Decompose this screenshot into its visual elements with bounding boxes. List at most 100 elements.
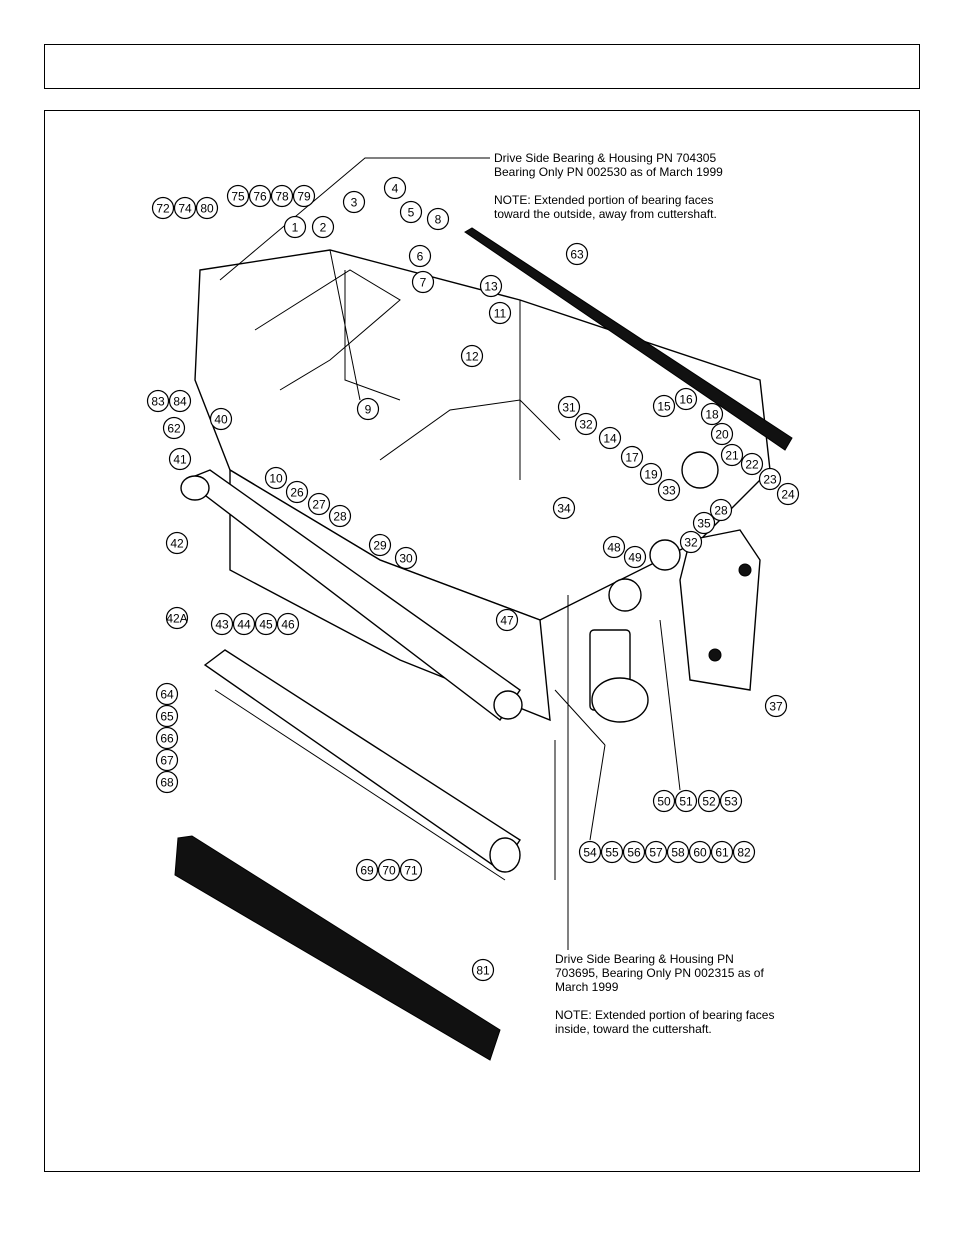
callout-label: 28 bbox=[714, 504, 728, 518]
callout-label: 82 bbox=[737, 846, 751, 860]
callout-52: 52 bbox=[697, 789, 721, 813]
callout-label: 68 bbox=[160, 776, 174, 790]
callout-60: 60 bbox=[688, 840, 712, 864]
callout-29: 29 bbox=[368, 533, 392, 557]
callout-label: 41 bbox=[173, 453, 187, 467]
callout-label: 48 bbox=[607, 541, 621, 555]
callout-label: 1 bbox=[292, 221, 299, 235]
callout-32: 32 bbox=[679, 530, 703, 554]
callout-21: 21 bbox=[720, 443, 744, 467]
callout-74: 74 bbox=[173, 196, 197, 220]
callout-57: 57 bbox=[644, 840, 668, 864]
callout-66: 66 bbox=[155, 726, 179, 750]
callout-label: 27 bbox=[312, 498, 326, 512]
callout-10: 10 bbox=[264, 466, 288, 490]
callout-64: 64 bbox=[155, 682, 179, 706]
callout-49: 49 bbox=[623, 545, 647, 569]
callout-label: 72 bbox=[156, 202, 170, 216]
callout-label: 13 bbox=[484, 280, 498, 294]
callout-34: 34 bbox=[552, 496, 576, 520]
callout-label: 15 bbox=[657, 400, 671, 414]
callout-46: 46 bbox=[276, 612, 300, 636]
callout-30: 30 bbox=[394, 546, 418, 570]
callout-label: 19 bbox=[644, 468, 658, 482]
callout-14: 14 bbox=[598, 426, 622, 450]
callout-label: 69 bbox=[360, 864, 374, 878]
callout-68: 68 bbox=[155, 770, 179, 794]
callout-26: 26 bbox=[285, 480, 309, 504]
callout-54: 54 bbox=[578, 840, 602, 864]
callout-84: 84 bbox=[168, 389, 192, 413]
callout-22: 22 bbox=[740, 452, 764, 476]
callout-label: 58 bbox=[671, 846, 685, 860]
callout-31: 31 bbox=[557, 395, 581, 419]
callout-label: 9 bbox=[365, 403, 372, 417]
header-box bbox=[44, 44, 920, 89]
callout-label: 35 bbox=[697, 517, 711, 531]
drive-cover bbox=[649, 451, 761, 691]
callout-28: 28 bbox=[328, 504, 352, 528]
callout-8: 8 bbox=[426, 207, 450, 231]
callout-label: 71 bbox=[404, 864, 418, 878]
callout-24: 24 bbox=[776, 482, 800, 506]
callout-72: 72 bbox=[151, 196, 175, 220]
callout-label: 20 bbox=[715, 428, 729, 442]
callout-label: 63 bbox=[570, 248, 584, 262]
callout-label: 60 bbox=[693, 846, 707, 860]
callout-82: 82 bbox=[732, 840, 756, 864]
callout-label: 64 bbox=[160, 688, 174, 702]
callout-label: 65 bbox=[160, 710, 174, 724]
callout-label: 56 bbox=[627, 846, 641, 860]
callout-label: 52 bbox=[702, 795, 716, 809]
callout-27: 27 bbox=[307, 492, 331, 516]
hitch-frame bbox=[254, 269, 561, 461]
callout-12: 12 bbox=[460, 344, 484, 368]
diagram-frame bbox=[44, 110, 920, 1172]
callout-label: 6 bbox=[417, 250, 424, 264]
callout-13: 13 bbox=[479, 274, 503, 298]
callout-37: 37 bbox=[764, 694, 788, 718]
callout-32: 32 bbox=[574, 412, 598, 436]
callout-35: 35 bbox=[692, 511, 716, 535]
callout-label: 53 bbox=[724, 795, 738, 809]
callout-label: 26 bbox=[290, 486, 304, 500]
callout-label: 80 bbox=[200, 202, 214, 216]
callout-41: 41 bbox=[168, 447, 192, 471]
callout-15: 15 bbox=[652, 394, 676, 418]
callout-20: 20 bbox=[710, 422, 734, 446]
callout-55: 55 bbox=[600, 840, 624, 864]
callout-40: 40 bbox=[209, 407, 233, 431]
callout-70: 70 bbox=[377, 858, 401, 882]
upper-rotor bbox=[180, 469, 523, 722]
callout-label: 49 bbox=[628, 551, 642, 565]
callout-label: 79 bbox=[297, 190, 311, 204]
callout-17: 17 bbox=[620, 445, 644, 469]
callout-label: 61 bbox=[715, 846, 729, 860]
callout-label: 70 bbox=[382, 864, 396, 878]
callout-label: 83 bbox=[151, 395, 165, 409]
callout-45: 45 bbox=[254, 612, 278, 636]
callout-label: 14 bbox=[603, 432, 617, 446]
callout-label: 47 bbox=[500, 614, 514, 628]
callout-label: 81 bbox=[476, 964, 490, 978]
callout-7: 7 bbox=[411, 270, 435, 294]
callout-78: 78 bbox=[270, 184, 294, 208]
lower-rotor bbox=[203, 649, 521, 881]
callout-11: 11 bbox=[488, 301, 512, 325]
callout-label: 23 bbox=[763, 473, 777, 487]
callout-16: 16 bbox=[674, 387, 698, 411]
callout-label: 32 bbox=[684, 536, 698, 550]
callout-label: 5 bbox=[408, 206, 415, 220]
callout-label: 51 bbox=[679, 795, 693, 809]
callout-51: 51 bbox=[674, 789, 698, 813]
callout-80: 80 bbox=[195, 196, 219, 220]
callout-label: 8 bbox=[435, 213, 442, 227]
callout-label: 57 bbox=[649, 846, 663, 860]
callout-label: 3 bbox=[351, 196, 358, 210]
callout-56: 56 bbox=[622, 840, 646, 864]
top-blade-strip bbox=[464, 227, 793, 451]
callout-44: 44 bbox=[232, 612, 256, 636]
callout-47: 47 bbox=[495, 608, 519, 632]
callout-43: 43 bbox=[210, 612, 234, 636]
